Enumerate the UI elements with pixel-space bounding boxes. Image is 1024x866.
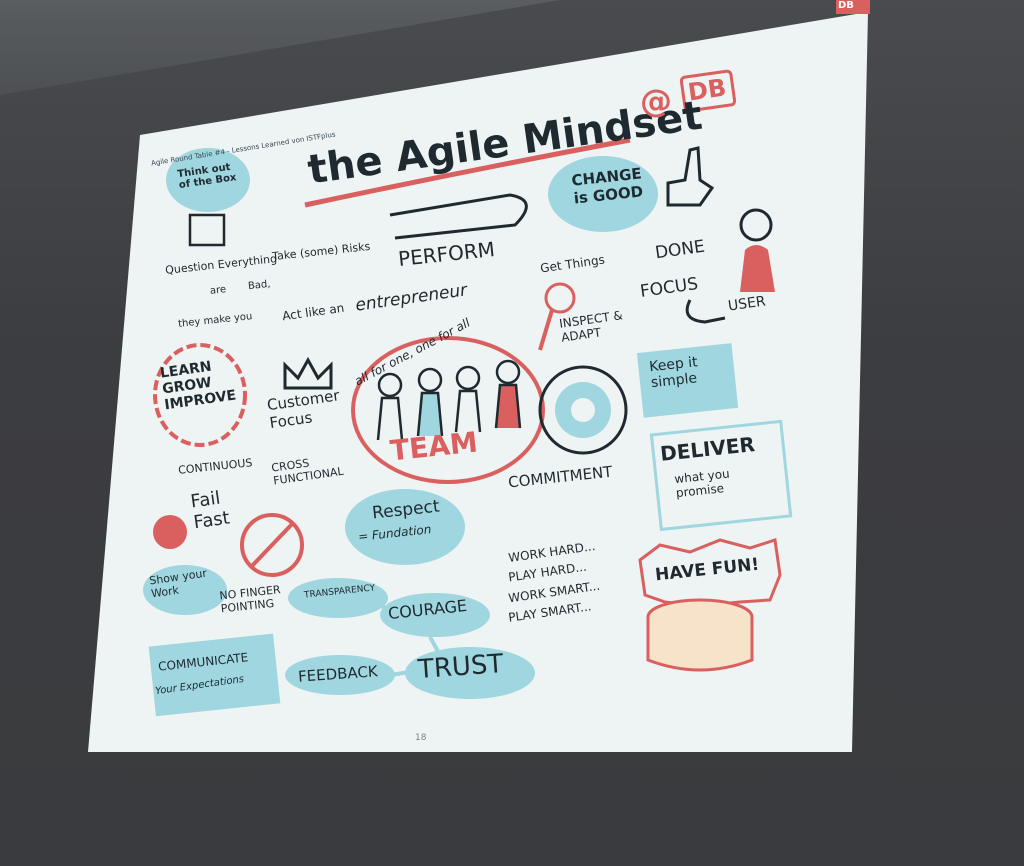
page-number: 18 xyxy=(415,733,427,743)
magnifier-icon xyxy=(544,282,576,314)
think-blob xyxy=(166,148,250,212)
feedback-blob xyxy=(285,655,395,695)
title-at: @ xyxy=(640,82,672,120)
crown-icon xyxy=(283,356,333,390)
connector-lines xyxy=(359,596,442,677)
box-icon xyxy=(188,213,226,247)
transparency-blob xyxy=(288,578,388,618)
no-finger-icon xyxy=(240,513,304,577)
user-figure-icon xyxy=(739,208,773,242)
slide-logo: DB xyxy=(838,0,854,11)
show-work-blob xyxy=(143,565,227,615)
communicate-box xyxy=(148,633,281,717)
bomb-icon xyxy=(153,515,187,549)
no-finger-slash xyxy=(248,520,296,570)
user-body xyxy=(740,245,775,292)
keep-simple-box xyxy=(636,343,739,418)
train-icon xyxy=(389,193,528,240)
courage-blob xyxy=(380,593,490,637)
target-icon xyxy=(538,365,628,455)
change-blob xyxy=(548,156,658,232)
team-figures xyxy=(376,359,522,441)
title-db-box xyxy=(679,69,737,113)
bad-are-text: are xyxy=(209,284,227,297)
have-fun-burst xyxy=(638,538,782,608)
thumbs-up-icon xyxy=(666,146,715,207)
focus-arrow xyxy=(685,299,726,324)
target-center xyxy=(571,398,595,422)
cake-body xyxy=(646,617,754,672)
trust-text: TRUST xyxy=(417,649,505,685)
deliver-box xyxy=(649,419,793,532)
title-db-logo: DB xyxy=(686,73,728,107)
title-underline xyxy=(304,137,631,208)
db-logo-corner xyxy=(836,0,870,14)
trust-blob xyxy=(405,647,535,699)
fail-fast-text: Fail Fast xyxy=(189,487,231,534)
team-circle xyxy=(351,336,545,484)
respect-blob xyxy=(345,489,465,565)
magnifier-handle xyxy=(538,309,554,351)
bad-text: Bad, xyxy=(247,278,272,293)
learn-cloud xyxy=(153,343,247,447)
